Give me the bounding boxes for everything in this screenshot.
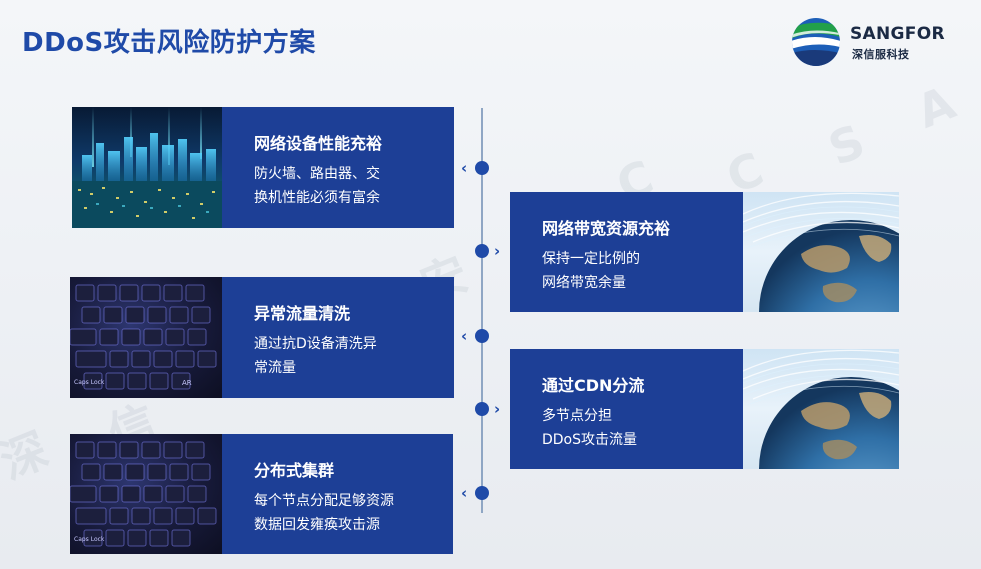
timeline-line <box>481 108 483 513</box>
logo-text-cn: 深信服科技 <box>852 48 910 61</box>
card-cdn: 通过CDN分流 多节点分担 DDoS攻击流量 <box>510 349 743 469</box>
sangfor-logo-icon <box>792 18 840 66</box>
card-text: 通过抗D设备清洗异 <box>254 336 377 352</box>
card-title: 异常流量清洗 <box>254 304 351 323</box>
card-title: 通过CDN分流 <box>542 376 645 395</box>
card-traffic-cleaning: 异常流量清洗 通过抗D设备清洗异 常流量 <box>222 277 454 398</box>
keyboard-graphic: Caps Lock AR <box>70 284 217 390</box>
card-title: 网络设备性能充裕 <box>254 134 383 153</box>
watermark-char: A <box>909 75 963 139</box>
sangfor-logo: SANGFOR 深信服科技 <box>790 16 960 70</box>
card-text: 换机性能必须有富余 <box>254 190 380 206</box>
card-text: 多节点分担 <box>542 408 612 424</box>
card-text: 常流量 <box>254 360 296 376</box>
card-text: 网络带宽余量 <box>542 275 626 291</box>
timeline-dot <box>475 161 489 175</box>
card-title: 网络带宽资源充裕 <box>542 219 671 238</box>
card-text: 每个节点分配足够资源 <box>254 493 394 509</box>
chevron-right-icon: › <box>494 242 501 260</box>
city-skyline-graphic <box>72 107 222 228</box>
page-title: DDoS攻击风险防护方案 <box>22 28 316 58</box>
chevron-left-icon: ‹ <box>461 159 468 177</box>
globe-image <box>743 349 899 469</box>
chevron-left-icon: ‹ <box>461 327 468 345</box>
globe-graphic <box>743 349 899 469</box>
keyboard-label: Caps Lock <box>74 379 105 386</box>
chevron-left-icon: ‹ <box>461 484 468 502</box>
timeline-dot <box>475 329 489 343</box>
timeline-dot <box>475 486 489 500</box>
keyboard-label: AR <box>182 379 192 387</box>
keyboard-label: Caps Lock <box>74 536 105 543</box>
keyboard-graphic: Caps Lock <box>70 441 217 547</box>
card-distributed-cluster: 分布式集群 每个节点分配足够资源 数据回发雍痪攻击源 <box>222 434 453 554</box>
chevron-right-icon: › <box>494 400 501 418</box>
keyboard-image: Caps Lock AR <box>70 277 222 398</box>
globe-graphic <box>743 192 899 312</box>
card-text: 防火墙、路由器、交 <box>254 166 380 182</box>
watermark-char: 深 <box>0 422 56 490</box>
card-title: 分布式集群 <box>254 461 335 480</box>
card-text: DDoS攻击流量 <box>542 432 638 448</box>
card-bandwidth: 网络带宽资源充裕 保持一定比例的 网络带宽余量 <box>510 192 743 312</box>
card-text: 保持一定比例的 <box>542 251 640 267</box>
city-skyline-image <box>72 107 222 228</box>
keyboard-image: Caps Lock <box>70 434 222 554</box>
card-text: 数据回发雍痪攻击源 <box>254 517 380 533</box>
globe-image <box>743 192 899 312</box>
timeline-dot <box>475 244 489 258</box>
card-device-performance: 网络设备性能充裕 防火墙、路由器、交 换机性能必须有富余 <box>222 107 454 228</box>
logo-text-en: SANGFOR <box>850 24 945 44</box>
watermark-char: S <box>821 113 873 177</box>
timeline-dot <box>475 402 489 416</box>
